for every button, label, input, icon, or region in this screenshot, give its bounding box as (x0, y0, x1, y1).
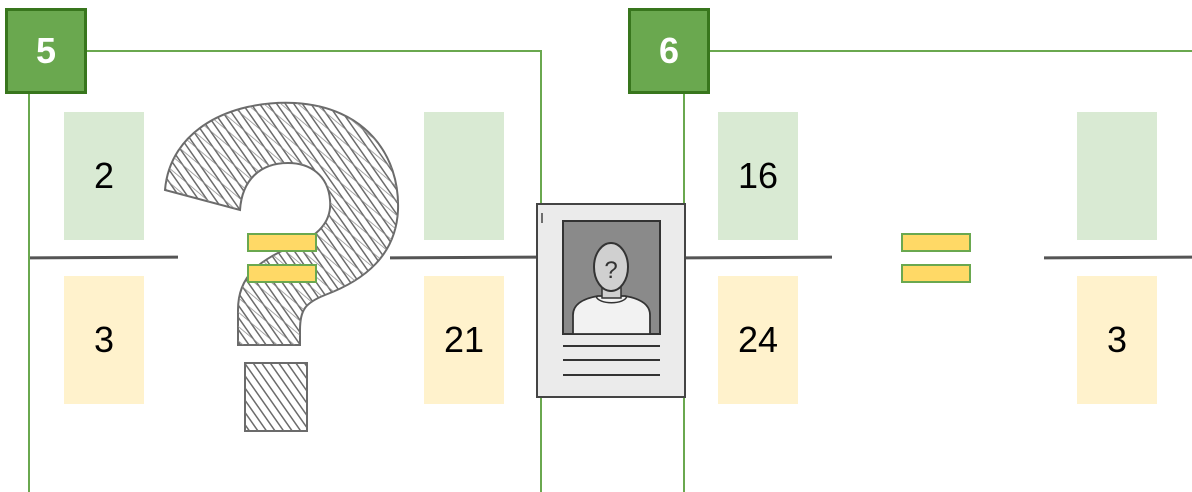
unknown-person-card-icon: ? (536, 203, 686, 398)
question-mark-icon (163, 101, 400, 432)
svg-text:?: ? (604, 257, 617, 284)
panel-6-number-badge: 6 (628, 8, 710, 94)
panel-5-equals-bottom-bar (247, 264, 317, 283)
panel-5-number-badge: 5 (5, 8, 87, 94)
panel-6-right-denominator: 3 (1077, 276, 1157, 404)
panel-6-left-numerator: 16 (718, 112, 798, 240)
panel-6-right-numerator (1077, 112, 1157, 240)
person-silhouette-icon: ? (541, 213, 661, 376)
panel-5-right-denominator: 21 (424, 276, 504, 404)
panel-5-right-numerator (424, 112, 504, 240)
panel-6-left-denominator: 24 (718, 276, 798, 404)
panel-5-left-denominator: 3 (64, 276, 144, 404)
panel-6-equals-bottom-bar (901, 264, 971, 283)
panel-5-left-numerator: 2 (64, 112, 144, 240)
panel-6-equals-top-bar (901, 233, 971, 252)
panel-5-equals-top-bar (247, 233, 317, 252)
